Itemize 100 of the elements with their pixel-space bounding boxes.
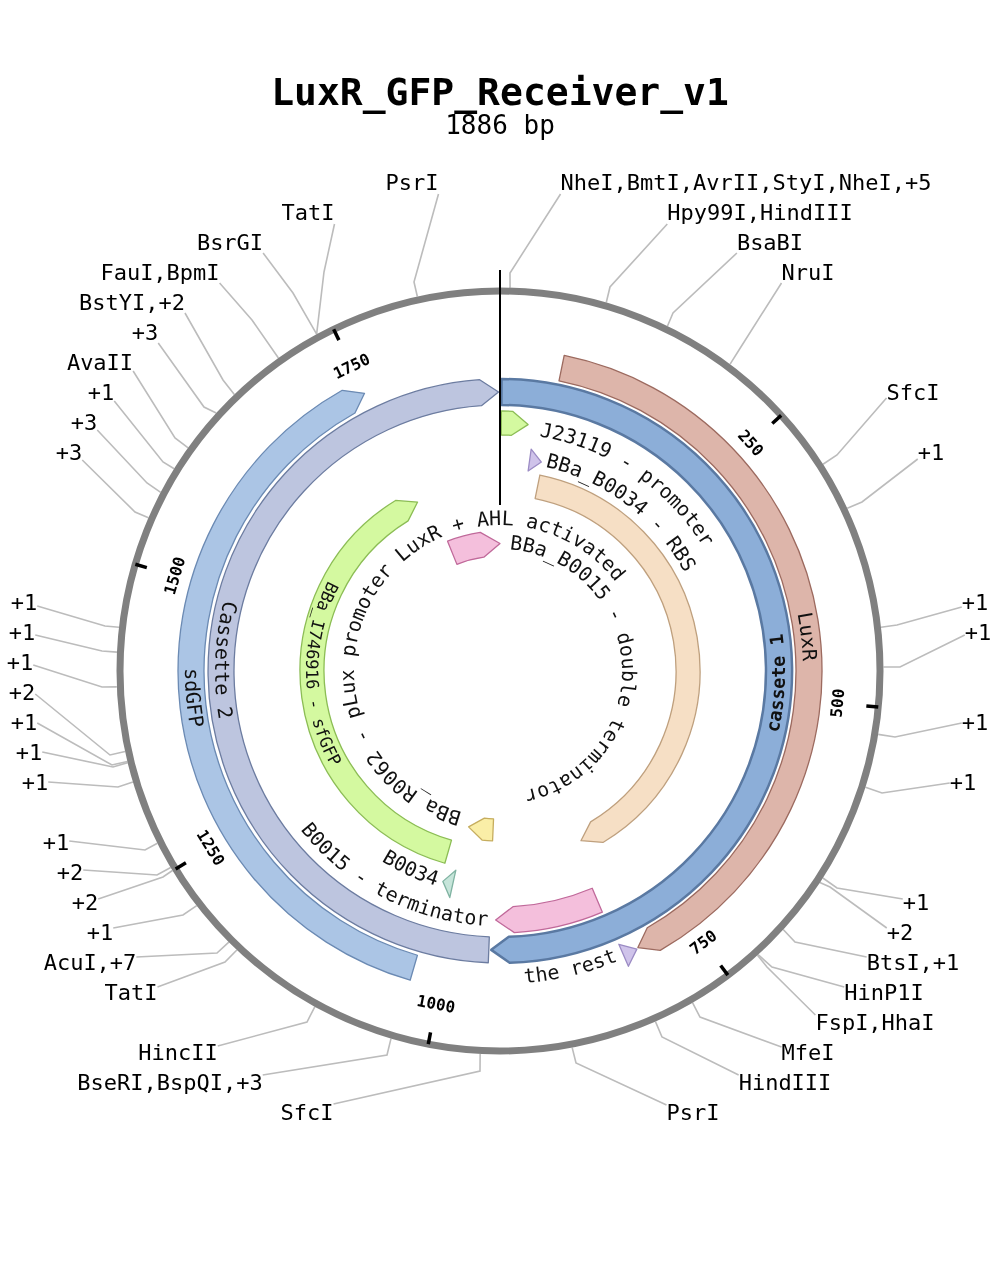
leader-line	[156, 949, 238, 988]
leader-line	[96, 429, 162, 494]
enzyme-label: NruI	[781, 262, 835, 284]
leader-line	[413, 193, 440, 298]
leader-line	[571, 1046, 668, 1106]
leader-line	[113, 400, 175, 470]
enzyme-label: BseRI,BspQI,+3	[77, 1072, 263, 1094]
leader-line	[82, 866, 172, 876]
leader-line	[846, 458, 919, 510]
enzyme-label: BtsI,+1	[866, 952, 960, 974]
leader-line	[509, 193, 562, 289]
leader-line	[315, 223, 336, 335]
leader-line	[882, 634, 966, 668]
enzyme-label: +2	[886, 922, 914, 944]
enzyme-label: AvaII	[66, 352, 134, 374]
leader-line	[756, 954, 817, 1016]
leader-line	[97, 869, 174, 900]
leader-line	[819, 881, 888, 929]
leader-line	[36, 722, 129, 766]
leader-line	[332, 1053, 481, 1105]
enzyme-label: Hpy99I,HindIII	[667, 202, 853, 224]
enzyme-label: +1	[961, 592, 989, 614]
enzyme-label: +1	[42, 832, 70, 854]
leader-line	[262, 252, 318, 335]
enzyme-label: BsrGI	[196, 232, 264, 254]
enzyme-label: +1	[964, 622, 992, 644]
tick-label: 1750	[330, 349, 374, 384]
enzyme-label: NheI,BmtI,AvrII,StyI,NheI,+5	[560, 172, 932, 194]
enzyme-label: +2	[8, 682, 36, 704]
enzyme-label: +1	[6, 652, 34, 674]
enzyme-label: PsrI	[666, 1102, 720, 1124]
leader-line	[864, 782, 951, 794]
enzyme-label: HincII	[138, 1042, 218, 1064]
enzyme-label: +1	[10, 712, 38, 734]
enzyme-label: +1	[8, 622, 36, 644]
leader-line	[184, 312, 236, 396]
enzyme-label: +3	[55, 442, 83, 464]
leader-line	[822, 397, 888, 466]
enzyme-label: +1	[86, 922, 114, 944]
feature-triangle	[618, 943, 638, 967]
leader-line	[157, 342, 217, 414]
leader-line	[218, 282, 280, 359]
leader-line	[757, 953, 846, 988]
leader-line	[654, 1020, 740, 1076]
leader-line	[605, 223, 669, 304]
enzyme-label: BsaBI	[736, 232, 804, 254]
leader-line	[666, 252, 738, 327]
leader-line	[32, 664, 118, 688]
leader-line	[729, 282, 783, 365]
leader-line	[261, 1037, 392, 1076]
enzyme-label: +1	[949, 772, 977, 794]
enzyme-label: +3	[131, 322, 159, 344]
leader-line	[691, 1001, 783, 1048]
enzyme-label: TatI	[104, 982, 158, 1004]
leader-line	[822, 877, 904, 900]
leader-line	[112, 904, 198, 929]
enzyme-label: SfcI	[886, 382, 940, 404]
leader-line	[132, 370, 189, 449]
enzyme-label: MfeI	[781, 1042, 835, 1064]
leader-line	[782, 928, 868, 958]
enzyme-label: FspI,HhaI	[815, 1012, 935, 1034]
tick-label: 1000	[415, 990, 457, 1017]
enzyme-label: +1	[961, 712, 989, 734]
feature-band	[495, 887, 603, 934]
feature-band	[446, 531, 501, 565]
enzyme-label: +2	[71, 892, 99, 914]
enzyme-label: SfcI	[280, 1102, 334, 1124]
tick-label: 750	[686, 926, 721, 959]
enzyme-label: TatI	[281, 202, 335, 224]
enzyme-label: PsrI	[385, 172, 439, 194]
enzyme-label: +1	[10, 592, 38, 614]
leader-line	[68, 840, 159, 851]
leader-line	[34, 634, 118, 653]
leader-line	[81, 459, 150, 519]
leader-line	[47, 781, 134, 788]
leader-line	[880, 606, 963, 629]
enzyme-label: HindIII	[738, 1072, 832, 1094]
feature-label: the rest	[522, 943, 620, 989]
enzyme-label: +3	[70, 412, 98, 434]
enzyme-label: +2	[56, 862, 84, 884]
enzyme-label: +1	[21, 772, 49, 794]
leader-line	[41, 751, 129, 768]
enzyme-label: +1	[15, 742, 43, 764]
tick-label: 500	[826, 687, 849, 719]
leader-line	[135, 941, 230, 958]
enzyme-label: HinP1I	[844, 982, 924, 1004]
enzyme-label: +1	[87, 382, 115, 404]
leader-line	[34, 693, 126, 756]
feature-band	[500, 410, 529, 436]
enzyme-label: AcuI,+7	[43, 952, 137, 974]
leader-line	[877, 722, 963, 738]
leader-line	[36, 605, 120, 629]
enzyme-label: +1	[917, 442, 945, 464]
tick-label: 1500	[160, 554, 190, 597]
leader-line	[216, 1006, 316, 1047]
feature-band	[467, 817, 495, 842]
enzyme-label: FauI,BpmI	[100, 262, 220, 284]
enzyme-label: BstYI,+2	[79, 292, 185, 314]
tick-label: 250	[734, 425, 768, 460]
feature-triangle	[527, 448, 542, 472]
